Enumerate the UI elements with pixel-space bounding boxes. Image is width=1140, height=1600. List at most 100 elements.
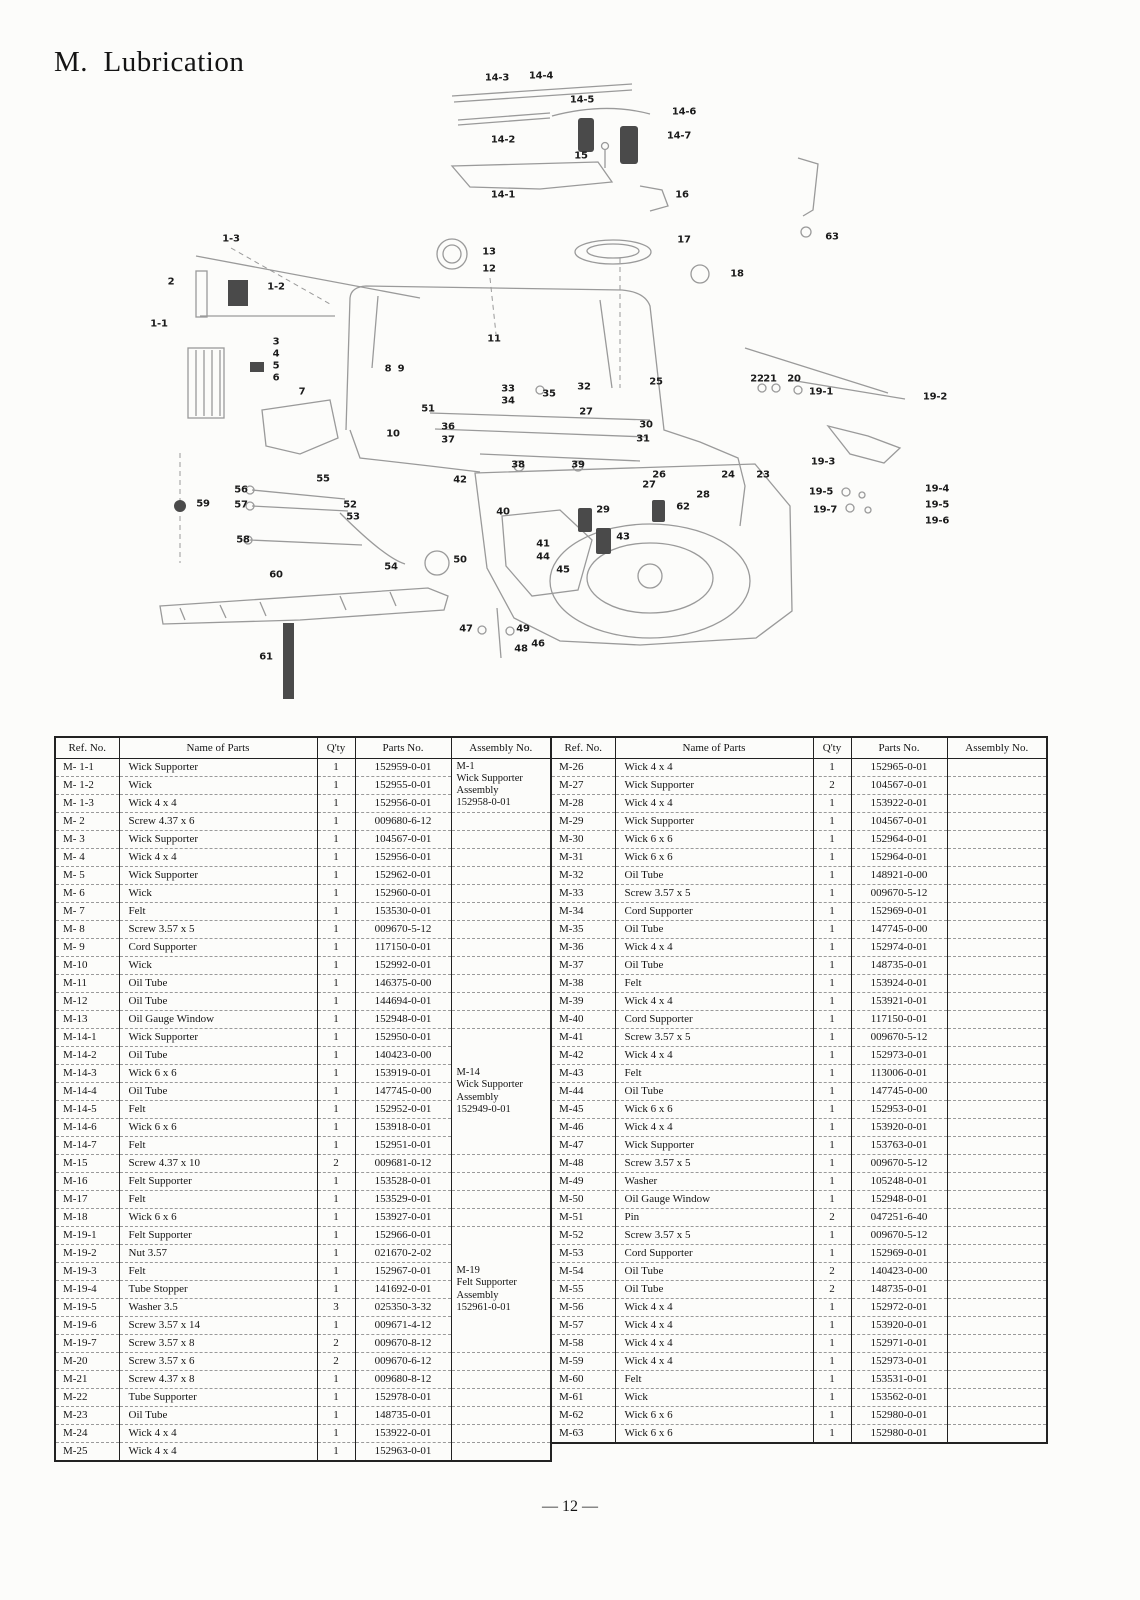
cell-ref: M- 6	[55, 884, 119, 903]
cell-name: Oil Tube	[614, 866, 813, 885]
cell-qty: 1	[316, 866, 355, 885]
diagram-callout: 28	[696, 489, 710, 501]
cell-part: 140423-0-00	[850, 1262, 947, 1281]
diagram-callout: 21	[763, 373, 777, 385]
diagram-callout: 33	[501, 383, 515, 395]
cell-assembly	[450, 992, 551, 1011]
cell-qty: 1	[812, 848, 851, 867]
cell-name: Oil Tube	[118, 992, 317, 1011]
cell-name: Oil Tube	[118, 1406, 317, 1425]
cell-assembly	[946, 1424, 1047, 1443]
cell-part: 152953-0-01	[850, 1100, 947, 1119]
diagram-callout: 8	[384, 363, 392, 375]
cell-name: Wick 4 x 4	[614, 794, 813, 813]
cell-assembly	[946, 956, 1047, 975]
cell-qty: 2	[812, 1262, 851, 1281]
column-header: Q'ty	[812, 737, 851, 759]
cell-part: 153920-0-01	[850, 1118, 947, 1137]
cell-part: 148735-0-01	[850, 956, 947, 975]
cell-ref: M-46	[551, 1118, 615, 1137]
cell-ref: M-56	[551, 1298, 615, 1317]
cell-assembly	[450, 1388, 551, 1407]
cell-qty: 1	[812, 902, 851, 921]
cell-assembly	[450, 974, 551, 993]
cell-name: Wick 4 x 4	[614, 938, 813, 957]
cell-ref: M-58	[551, 1334, 615, 1353]
cell-assembly	[946, 1370, 1047, 1389]
cell-assembly	[946, 1208, 1047, 1227]
cell-part: 152964-0-01	[850, 848, 947, 867]
cell-qty: 1	[812, 866, 851, 885]
diagram-callout: 30	[639, 419, 653, 431]
diagram-callout: 34	[501, 395, 515, 407]
cell-qty: 1	[812, 1064, 851, 1083]
cell-assembly	[946, 1190, 1047, 1209]
cell-ref: M-52	[551, 1226, 615, 1245]
cell-qty: 1	[812, 812, 851, 831]
cell-name: Wick 4 x 4	[614, 992, 813, 1011]
cell-name: Washer 3.5	[118, 1298, 317, 1317]
cell-assembly	[946, 920, 1047, 939]
diagram-callout: 13	[482, 246, 496, 258]
cell-assembly	[946, 1136, 1047, 1155]
cell-ref: M-35	[551, 920, 615, 939]
cell-ref: M-28	[551, 794, 615, 813]
cell-part: 153531-0-01	[850, 1370, 947, 1389]
cell-assembly	[946, 794, 1047, 813]
cell-assembly	[450, 1172, 551, 1191]
diagram-callout: 19-5	[924, 499, 950, 511]
cell-ref: M-45	[551, 1100, 615, 1119]
cell-ref: M-29	[551, 812, 615, 831]
cell-ref: M-59	[551, 1352, 615, 1371]
cell-qty: 1	[316, 1100, 355, 1119]
cell-ref: M-53	[551, 1244, 615, 1263]
cell-qty: 1	[812, 1352, 851, 1371]
cell-name: Wick 4 x 4	[614, 1118, 813, 1137]
cell-qty: 1	[812, 1316, 851, 1335]
diagram-callout: 49	[516, 623, 530, 635]
diagram-callout: 10	[386, 428, 400, 440]
cell-ref: M-22	[55, 1388, 119, 1407]
cell-part: 105248-0-01	[850, 1172, 947, 1191]
cell-ref: M-19-2	[55, 1244, 119, 1263]
diagram-callout: 22	[750, 373, 764, 385]
cell-part: 141692-0-01	[354, 1280, 451, 1299]
cell-qty: 2	[812, 776, 851, 795]
cell-qty: 1	[316, 1442, 355, 1461]
cell-part: 009670-5-12	[850, 1226, 947, 1245]
cell-part: 152952-0-01	[354, 1100, 451, 1119]
cell-qty: 1	[316, 902, 355, 921]
cell-name: Tube Supporter	[118, 1388, 317, 1407]
cell-assembly	[450, 920, 551, 939]
cell-part: 152963-0-01	[354, 1442, 451, 1461]
cell-qty: 1	[812, 884, 851, 903]
cell-part: 153919-0-01	[354, 1064, 451, 1083]
cell-ref: M-14-2	[55, 1046, 119, 1065]
cell-name: Wick Supporter	[118, 758, 317, 777]
cell-ref: M-14-7	[55, 1136, 119, 1155]
cell-ref: M-14-6	[55, 1118, 119, 1137]
cell-part: 152972-0-01	[850, 1298, 947, 1317]
cell-qty: 1	[316, 884, 355, 903]
cell-qty: 1	[316, 956, 355, 975]
cell-qty: 1	[812, 1028, 851, 1047]
cell-ref: M-19-3	[55, 1262, 119, 1281]
cell-name: Oil Tube	[614, 956, 813, 975]
cell-assembly	[946, 938, 1047, 957]
